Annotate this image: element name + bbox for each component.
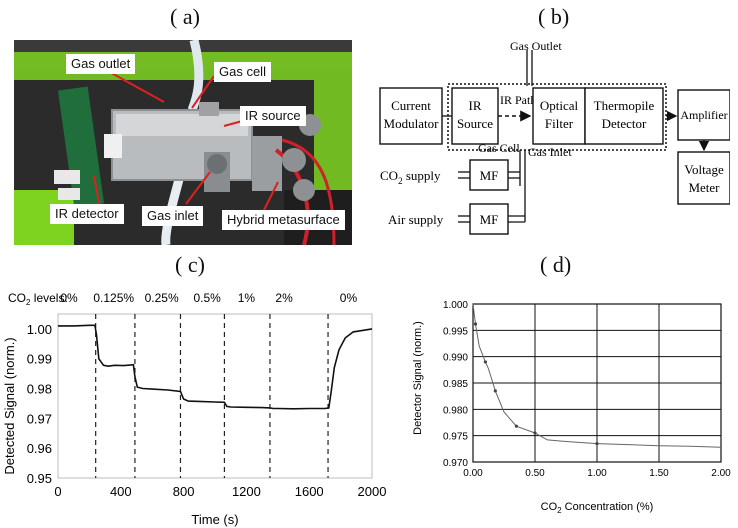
chart-d-xtick-label: 1.00 xyxy=(587,468,607,479)
chart-d-ytick-label: 0.985 xyxy=(443,379,468,390)
photo-label-hybrid-metasurface: Hybrid metasurface xyxy=(222,210,345,230)
chart-c-ytick-label: 0.96 xyxy=(27,441,52,456)
thermopile-detector-line2: Detector xyxy=(602,116,647,131)
chart-d-ytick-label: 0.975 xyxy=(443,432,468,443)
gas-outlet-label: Gas Outlet xyxy=(510,39,562,53)
chart-c-ytick-label: 0.95 xyxy=(27,471,52,486)
chart-d-ylabel: Detector Signal (norm.) xyxy=(412,321,424,435)
chart-d-point xyxy=(514,424,518,428)
mf-box-co2 xyxy=(469,159,509,191)
chart-d-xlabel: CO2 Concentration (%) xyxy=(541,501,654,515)
chart-d-point xyxy=(493,389,497,393)
panel-label-c: ( c) xyxy=(175,252,205,277)
gas-cell-label: Gas Cell xyxy=(478,141,520,155)
chart-d-xtick-label: 1.50 xyxy=(649,468,669,479)
chart-c-xtick-label: 1200 xyxy=(232,484,261,499)
chart-d-point xyxy=(595,441,599,446)
optical-filter-line2: Filter xyxy=(545,116,574,131)
current-modulator-box xyxy=(379,87,443,145)
air-supply-label: Air supply xyxy=(388,212,444,227)
chart-c-ylabel: Detected Signal (norm.) xyxy=(2,337,17,474)
chart-c-level-label: 0% xyxy=(340,291,358,305)
thermopile-detector-box xyxy=(584,87,664,145)
chart-c-xtick-label: 800 xyxy=(173,484,195,499)
voltage-meter-box xyxy=(677,151,730,205)
chart-c-level-label: 0% xyxy=(60,291,78,305)
chart-d-point xyxy=(473,322,478,326)
chart-c-level-label: 0.125% xyxy=(93,291,134,305)
chart-d-xtick-label: 0.50 xyxy=(525,468,545,479)
current-modulator-line1: Current xyxy=(391,98,431,113)
chart-c-plot-area xyxy=(57,313,373,479)
chart-c-level-label: 0.5% xyxy=(193,291,221,305)
photo-label-gas-cell: Gas cell xyxy=(214,62,271,82)
chart-d-point xyxy=(483,360,487,364)
mf-label-air: MF xyxy=(480,212,499,227)
chart-c-xtick-label: 400 xyxy=(110,484,132,499)
voltage-meter-line2: Meter xyxy=(688,180,720,195)
chart-d-ytick-label: 0.980 xyxy=(443,405,468,416)
co2-levels-label: CO2 levels: xyxy=(8,291,68,307)
chart-c-level-label: 0.25% xyxy=(145,291,179,305)
voltage-meter-line1: Voltage xyxy=(684,162,724,177)
chart-c-ytick-label: 1.00 xyxy=(27,322,52,337)
chart-c-ytick-label: 0.97 xyxy=(27,411,52,426)
ir-source-line2: Source xyxy=(457,116,493,131)
amplifier-label: Amplifier xyxy=(680,108,727,122)
photo-label-gas-outlet: Gas outlet xyxy=(66,54,136,74)
ir-source-box xyxy=(451,87,499,145)
ir-path-label: IR Path xyxy=(500,93,536,107)
co2-supply-label: CO2 supply xyxy=(380,168,441,186)
mf-box-air xyxy=(469,203,509,235)
chart-c-series-line xyxy=(58,324,373,410)
chart-d-xtick-label: 0.00 xyxy=(463,468,483,479)
mf-label-co2: MF xyxy=(480,168,499,183)
block-diagram: Gas Outlet Current Modulator IR Source I… xyxy=(379,39,730,235)
chart-d-ytick-label: 0.970 xyxy=(443,458,468,469)
thermopile-detector-line1: Thermopile xyxy=(594,98,655,113)
chart-d-ytick-label: 1.000 xyxy=(443,300,468,311)
chart-c-xtick-label: 0 xyxy=(54,484,61,499)
chart-time-series: CO2 levels: 0.95 0.96 0.97 0.98 0.99 1.00 0 400… xyxy=(2,291,387,527)
chart-c-xlabel: Time (s) xyxy=(191,512,238,527)
panel-label-b: ( b) xyxy=(538,4,570,29)
chart-d-xtick-label: 2.00 xyxy=(711,468,731,479)
panel-label-a: ( a) xyxy=(170,4,200,29)
photo-label-gas-inlet: Gas inlet xyxy=(142,206,204,226)
optical-filter-line1: Optical xyxy=(540,98,579,113)
chart-d-point xyxy=(533,431,537,435)
current-modulator-line2: Modulator xyxy=(384,116,440,131)
chart-c-xtick-label: 1600 xyxy=(295,484,324,499)
chart-d-ytick-label: 0.995 xyxy=(443,326,468,337)
chart-c-ytick-label: 0.98 xyxy=(27,382,52,397)
amplifier-box xyxy=(677,89,730,141)
photo-label-ir-detector: IR detector xyxy=(50,204,124,224)
chart-d-series-line xyxy=(472,303,722,448)
photo-label-ir-source: IR source xyxy=(240,106,306,126)
panel-label-d: ( d) xyxy=(540,252,572,277)
gas-inlet-label: Gas Inlet xyxy=(528,145,572,159)
chart-concentration: 0.970 0.975 0.980 0.985 0.990 0.995 1.000 0.00 0… xyxy=(412,300,731,515)
chart-c-xtick-label: 2000 xyxy=(358,484,387,499)
chart-c-ytick-label: 0.99 xyxy=(27,352,52,367)
setup-photo: Gas outlet Gas cell IR source IR detecto… xyxy=(14,40,352,245)
ir-source-line1: IR xyxy=(469,98,482,113)
chart-d-ytick-label: 0.990 xyxy=(443,353,468,364)
chart-c-level-label: 1% xyxy=(238,291,256,305)
chart-c-level-label: 2% xyxy=(275,291,293,305)
